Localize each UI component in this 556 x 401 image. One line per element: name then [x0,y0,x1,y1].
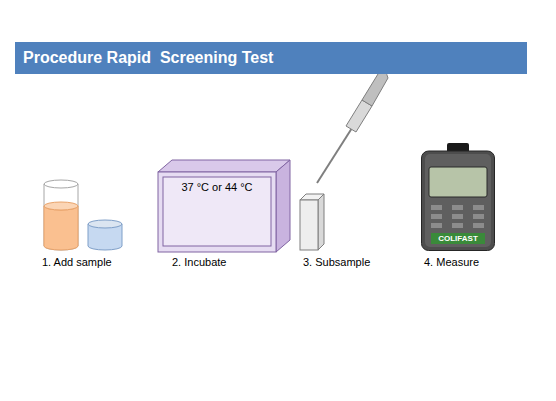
step-label: 2. Incubate [172,256,226,268]
incubator-box [158,160,290,252]
tall-beaker [44,180,78,250]
step-label: 4. Measure [424,256,479,268]
pipette [317,68,388,183]
step-label: 1. Add sample [42,256,112,268]
title-band: Procedure Rapid Screening Test [15,42,527,74]
node-text: 37 °C or 44 °C [163,181,271,194]
meter-device: COLIFAST [421,143,495,251]
cuvette [300,194,324,250]
incubator-panel: 37 °C or 44 °C [163,177,271,246]
step-label: 3. Subsample [303,256,370,268]
node-text: COLIFAST [431,234,485,244]
small-beaker [88,220,122,250]
title: Procedure Rapid Screening Test [23,49,273,67]
